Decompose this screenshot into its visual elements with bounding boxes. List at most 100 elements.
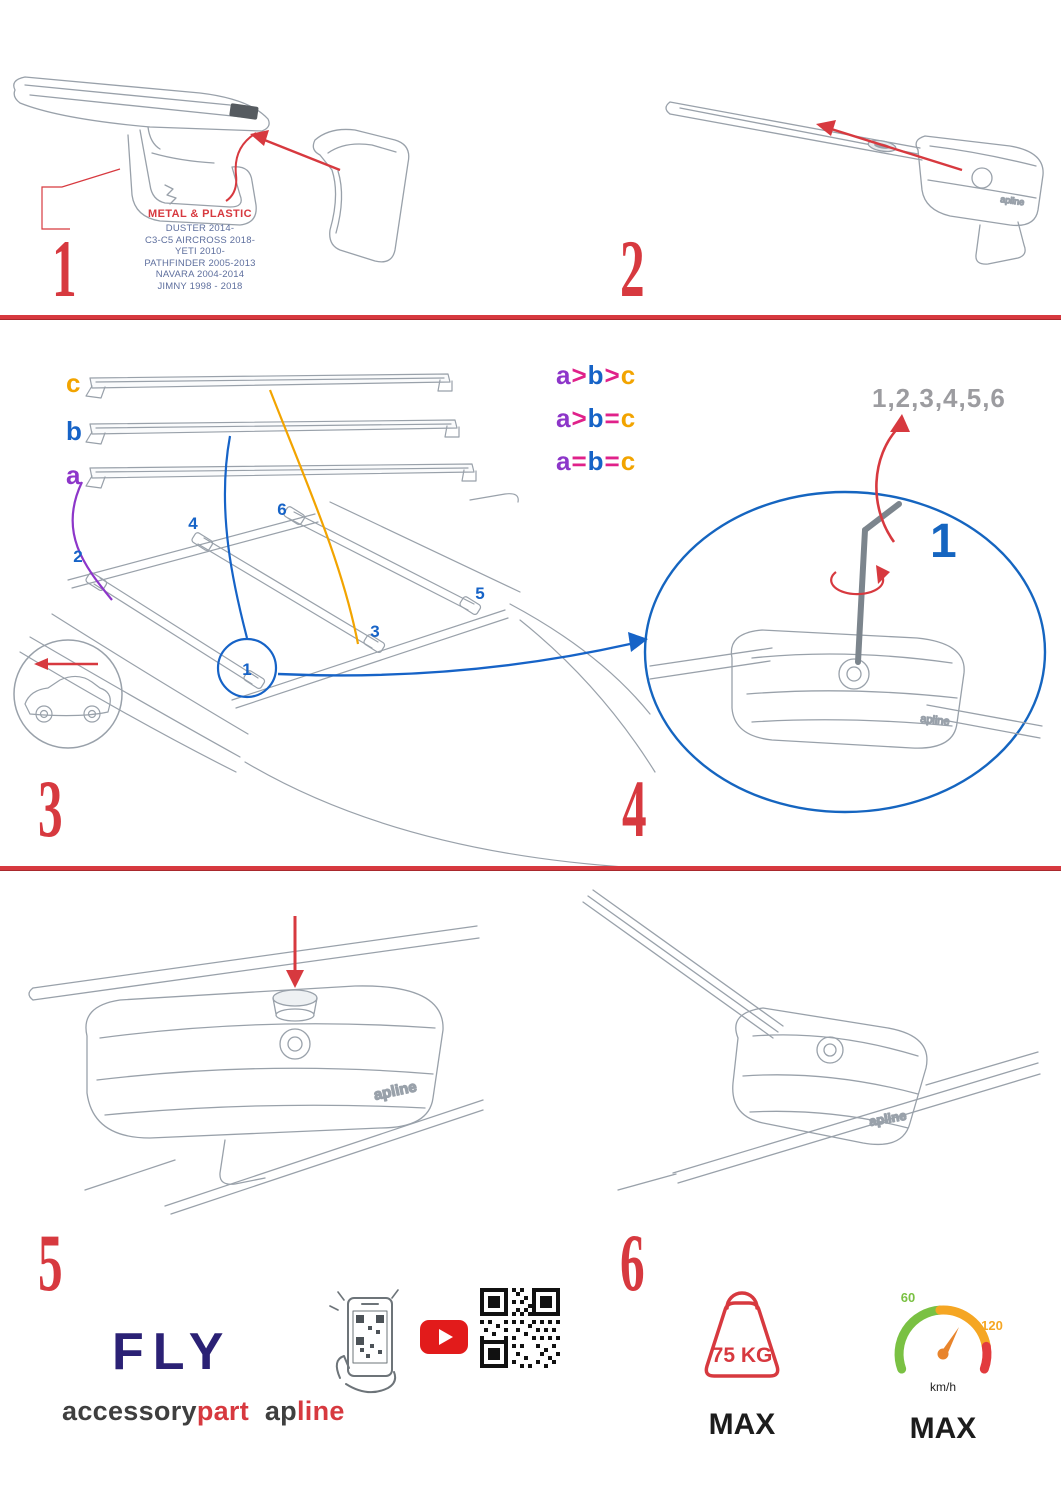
lock-cap-drawing	[272, 989, 318, 1022]
brand-on-foot: apline	[920, 713, 950, 728]
section-divider	[0, 315, 1061, 320]
hand-thumb	[335, 1355, 350, 1379]
model-line: PATHFINDER 2005-2013	[144, 257, 256, 269]
tightening-sequence: 1,2,3,4,5,6	[872, 383, 1006, 413]
press-cap-arrow	[286, 916, 304, 988]
speed-max-label: MAX	[909, 1412, 977, 1445]
step2-red-annotations	[816, 120, 963, 172]
scan-phone-icon	[329, 1289, 399, 1394]
brand-accessory: accessory	[62, 1396, 197, 1426]
step-number-3: 3	[38, 763, 63, 854]
position-number-6: 6	[277, 500, 286, 519]
model-line: JIMNY 1998 - 2018	[157, 280, 243, 292]
legend-op: =	[604, 403, 621, 433]
rotate-key-arrow	[830, 565, 890, 596]
leader-a-curve	[71, 481, 113, 601]
leader-c-curve	[268, 389, 360, 645]
position-number-1: 1	[242, 660, 251, 679]
speed-unit-label: km/h	[930, 1380, 956, 1394]
legend-op: >	[604, 360, 621, 390]
legend-b: b	[587, 403, 605, 433]
brand-on-foot: apline	[868, 1108, 908, 1129]
foot-drawing	[732, 1007, 928, 1146]
weight-handle	[725, 1291, 759, 1310]
legend-b: b	[587, 360, 605, 390]
roof-bar-end-drawing	[13, 76, 270, 150]
foot-drawing	[915, 135, 1044, 265]
length-legend: a>b>c a>b=c a=b=c	[556, 362, 636, 491]
leader-b-curve	[223, 435, 249, 639]
model-line: YETI 2010-	[174, 246, 226, 257]
brand-on-foot: apline	[1000, 194, 1025, 207]
detail-zoom-circle	[643, 490, 1047, 814]
arrow-head	[628, 632, 648, 652]
crossbar-a-drawing	[85, 463, 477, 489]
product-name: FLY	[112, 1323, 233, 1381]
crossbar-drawing	[28, 925, 480, 1001]
legend-b: b	[587, 446, 605, 476]
position-number-3: 3	[370, 622, 379, 641]
step-number-5: 5	[38, 1217, 63, 1308]
max-speed-icon: 60 120 km/h	[894, 1290, 1003, 1394]
weight-value: 75 KG	[712, 1344, 773, 1367]
speed-min-label: 60	[901, 1290, 915, 1305]
crossbar-b-drawing	[85, 419, 460, 445]
youtube-icon	[420, 1320, 468, 1354]
gauge-red-arc	[979, 1341, 992, 1374]
signal-marks	[329, 1289, 399, 1311]
speed-high-label: 120	[981, 1318, 1003, 1333]
qr-code-icon	[480, 1288, 560, 1368]
bar-logo-badge	[229, 103, 259, 120]
foot-clamp	[219, 1139, 266, 1185]
step-number-6: 6	[620, 1217, 645, 1308]
brand-ap: ap	[264, 1396, 297, 1426]
position-number-5: 5	[475, 584, 484, 603]
arrow-head	[34, 658, 48, 670]
model-line: DUSTER 2014-	[165, 223, 235, 234]
rail-drawing	[617, 1051, 1041, 1191]
legend-op: =	[604, 446, 621, 476]
brand-part: part	[196, 1396, 250, 1426]
section-divider	[0, 866, 1061, 871]
step5-drawing: apline	[28, 916, 484, 1215]
legend-c: c	[620, 446, 637, 476]
legend-row: a=b=c	[556, 448, 636, 474]
arrow-head	[890, 414, 910, 432]
rail-drawing	[649, 647, 1043, 739]
legend-c: c	[620, 403, 637, 433]
arrow-head	[816, 120, 836, 136]
model-line: NAVARA 2004-2014	[155, 269, 245, 280]
bar-label-a: a	[66, 460, 81, 490]
brand-on-foot: apline	[372, 1078, 418, 1104]
rail-drawing	[84, 1099, 484, 1215]
compatibility-block: METAL & PLASTIC DUSTER 2014- C3-C5 AIRCR…	[100, 208, 300, 292]
foot-clamp	[975, 221, 1026, 265]
legend-row: a>b=c	[556, 405, 636, 431]
position1-highlight-circle	[216, 637, 278, 699]
detail-view-arrow	[277, 642, 631, 677]
legend-op: >	[571, 360, 588, 390]
first-position-number: 1	[930, 515, 957, 568]
gauge-orange-arc	[935, 1305, 991, 1351]
car-direction-inset	[13, 639, 123, 749]
position-number-2: 2	[73, 547, 82, 566]
brand-line: line	[296, 1396, 345, 1426]
bar-label-b: b	[66, 416, 82, 446]
step-number-4: 4	[622, 763, 647, 854]
gauge-green-arc	[894, 1305, 945, 1374]
step4-detail-drawing: apline	[643, 490, 1047, 814]
legend-a: a	[556, 446, 572, 476]
gauge-needle	[939, 1327, 959, 1355]
arrow-head	[876, 565, 890, 584]
step2-drawing: apline	[665, 101, 1044, 265]
weight-body	[704, 1301, 780, 1378]
arrow-head	[250, 130, 269, 146]
front-direction-arrow	[34, 658, 98, 670]
legend-a: a	[556, 360, 572, 390]
legend-op: >	[571, 403, 588, 433]
model-line: C3-C5 AIRCROSS 2018-	[144, 234, 256, 246]
cover-piece-drawing	[312, 128, 410, 263]
step-number-1: 1	[52, 223, 77, 314]
clamp-piece-drawing	[127, 129, 257, 226]
